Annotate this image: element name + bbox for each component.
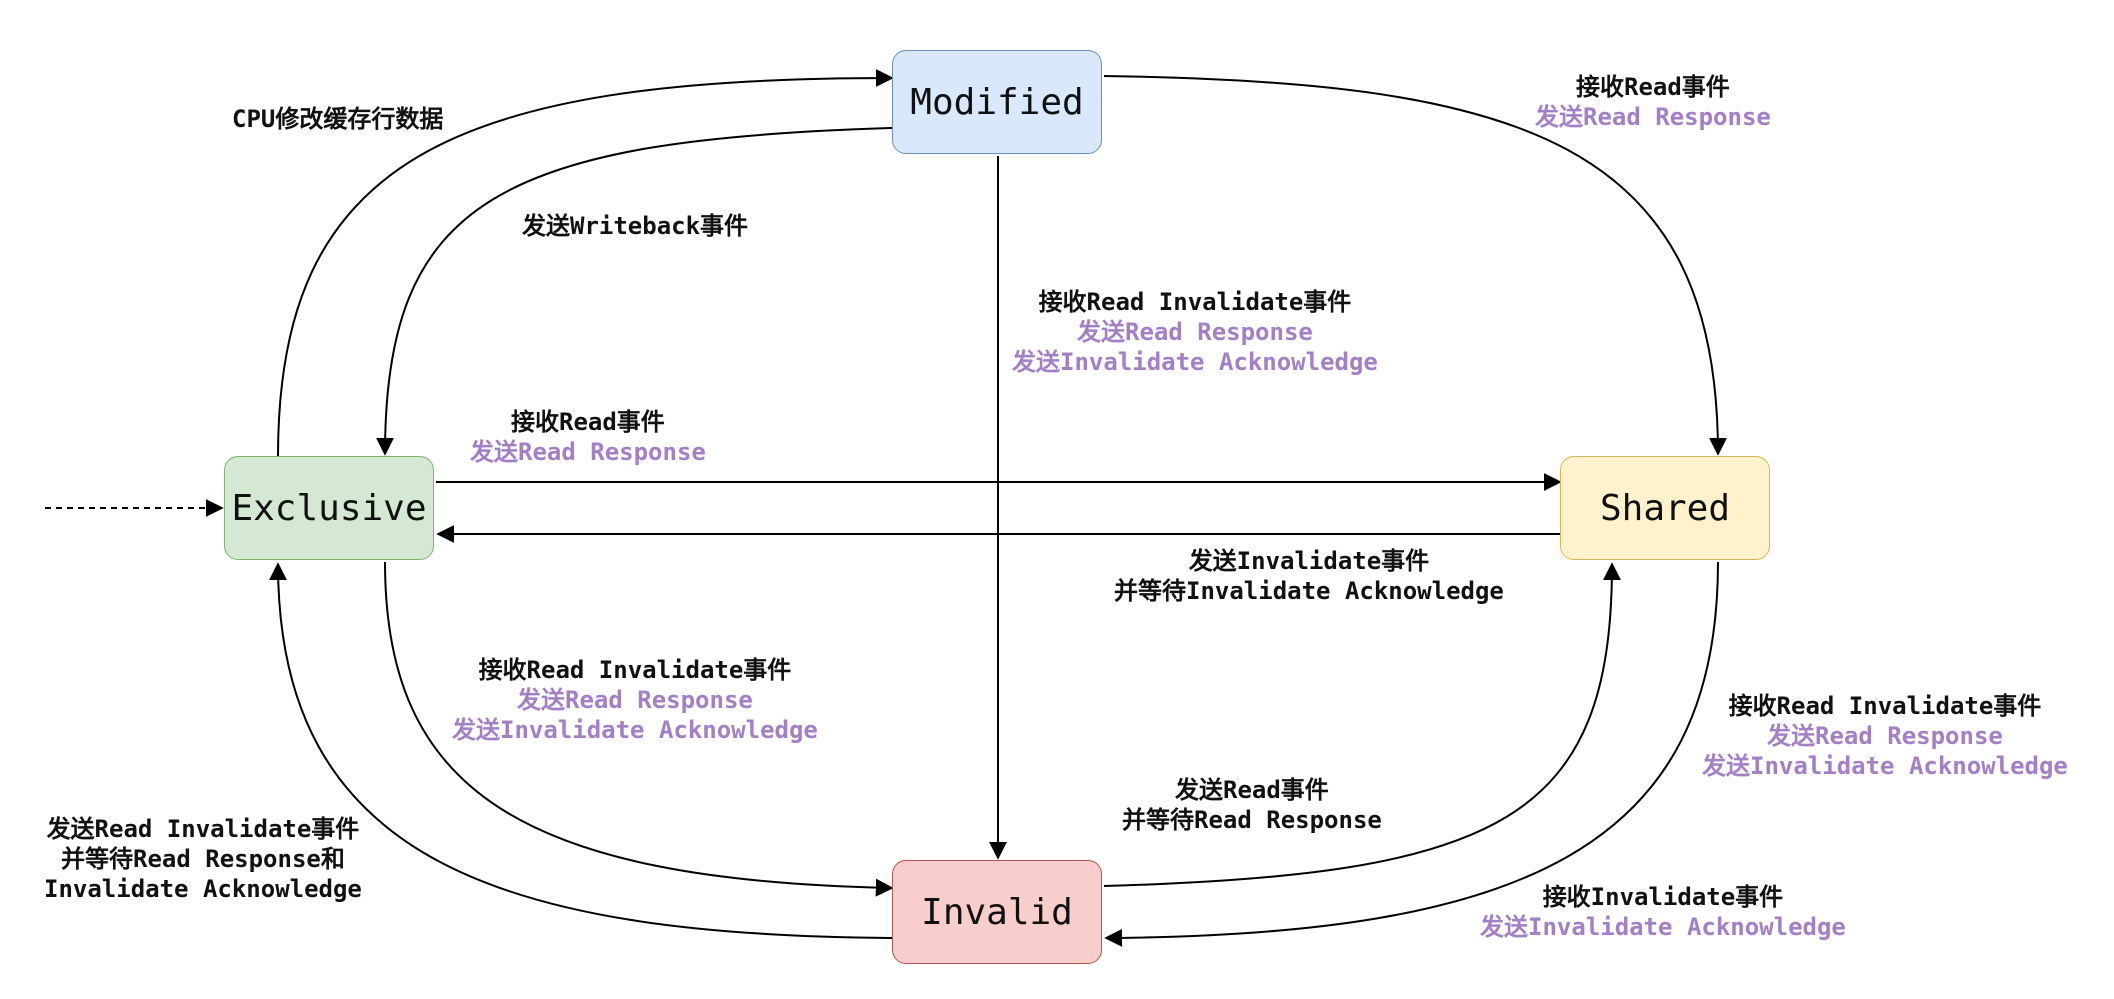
label-invalid-to-exclusive: 发送Read Invalidate事件 并等待Read Response和 In…: [44, 814, 362, 904]
label-line: CPU修改缓存行数据: [232, 105, 444, 133]
label-modified-to-shared: 接收Read事件 发送Read Response: [1535, 72, 1771, 132]
edge-shared-to-invalid: [1104, 561, 1719, 947]
label-line: 发送Writeback事件: [522, 212, 749, 240]
label-line: 发送Read Response: [1535, 103, 1771, 131]
label-line: 发送Read Invalidate事件: [46, 815, 360, 843]
label-modified-to-invalid: 接收Read Invalidate事件 发送Read Response 发送In…: [1012, 287, 1378, 377]
label-line: 并等待Invalidate Acknowledge: [1114, 577, 1504, 605]
edge-modified-to-exclusive: [376, 127, 893, 456]
label-shared-to-exclusive: 发送Invalidate事件 并等待Invalidate Acknowledge: [1114, 546, 1504, 606]
label-line: 发送Read Response: [517, 686, 753, 714]
label-line: 发送Read Response: [1767, 722, 2003, 750]
label-line: Invalidate Acknowledge: [44, 875, 362, 903]
label-writeback: 发送Writeback事件: [522, 211, 748, 241]
label-line: 接收Read Invalidate事件: [1728, 692, 2042, 720]
state-modified: Modified: [892, 50, 1102, 154]
edge-invalid-to-exclusive: [269, 562, 893, 939]
label-exclusive-to-shared: 接收Read事件 发送Read Response: [470, 407, 706, 467]
label-invalid-to-shared: 发送Read事件 并等待Read Response: [1122, 775, 1382, 835]
label-exclusive-to-invalid: 接收Read Invalidate事件 发送Read Response 发送In…: [452, 655, 818, 745]
edge-invalid-to-shared: [1103, 562, 1621, 887]
label-line: 并等待Read Response: [1122, 806, 1382, 834]
label-line: 发送Read事件: [1175, 776, 1329, 804]
label-line: 发送Invalidate事件: [1188, 547, 1430, 575]
label-line: 接收Read Invalidate事件: [478, 656, 792, 684]
label-line: 并等待Read Response和: [61, 845, 345, 873]
label-line: 接收Read事件: [1576, 73, 1730, 101]
edge-modified-to-shared: [1103, 75, 1727, 456]
label-line: 发送Invalidate Acknowledge: [1702, 752, 2068, 780]
label-line: 发送Invalidate Acknowledge: [1012, 348, 1378, 376]
label-line: 接收Read事件: [511, 408, 665, 436]
label-line: 发送Invalidate Acknowledge: [1480, 913, 1846, 941]
label-line: 发送Read Response: [470, 438, 706, 466]
label-line: 发送Read Response: [1077, 318, 1313, 346]
state-shared: Shared: [1560, 456, 1770, 560]
label-cpu-modify: CPU修改缓存行数据: [232, 104, 443, 134]
state-invalid: Invalid: [892, 860, 1102, 964]
edge-exclusive-to-invalid: [384, 561, 894, 897]
label-line: 发送Invalidate Acknowledge: [452, 716, 818, 744]
label-line: 接收Read Invalidate事件: [1038, 288, 1352, 316]
label-shared-to-invalid-invalidate: 接收Invalidate事件 发送Invalidate Acknowledge: [1480, 882, 1846, 942]
label-shared-to-invalid-read-invalidate: 接收Read Invalidate事件 发送Read Response 发送In…: [1702, 691, 2068, 781]
edge-exclusive-to-modified: [277, 69, 894, 457]
state-exclusive: Exclusive: [224, 456, 434, 560]
label-line: 接收Invalidate事件: [1542, 883, 1784, 911]
